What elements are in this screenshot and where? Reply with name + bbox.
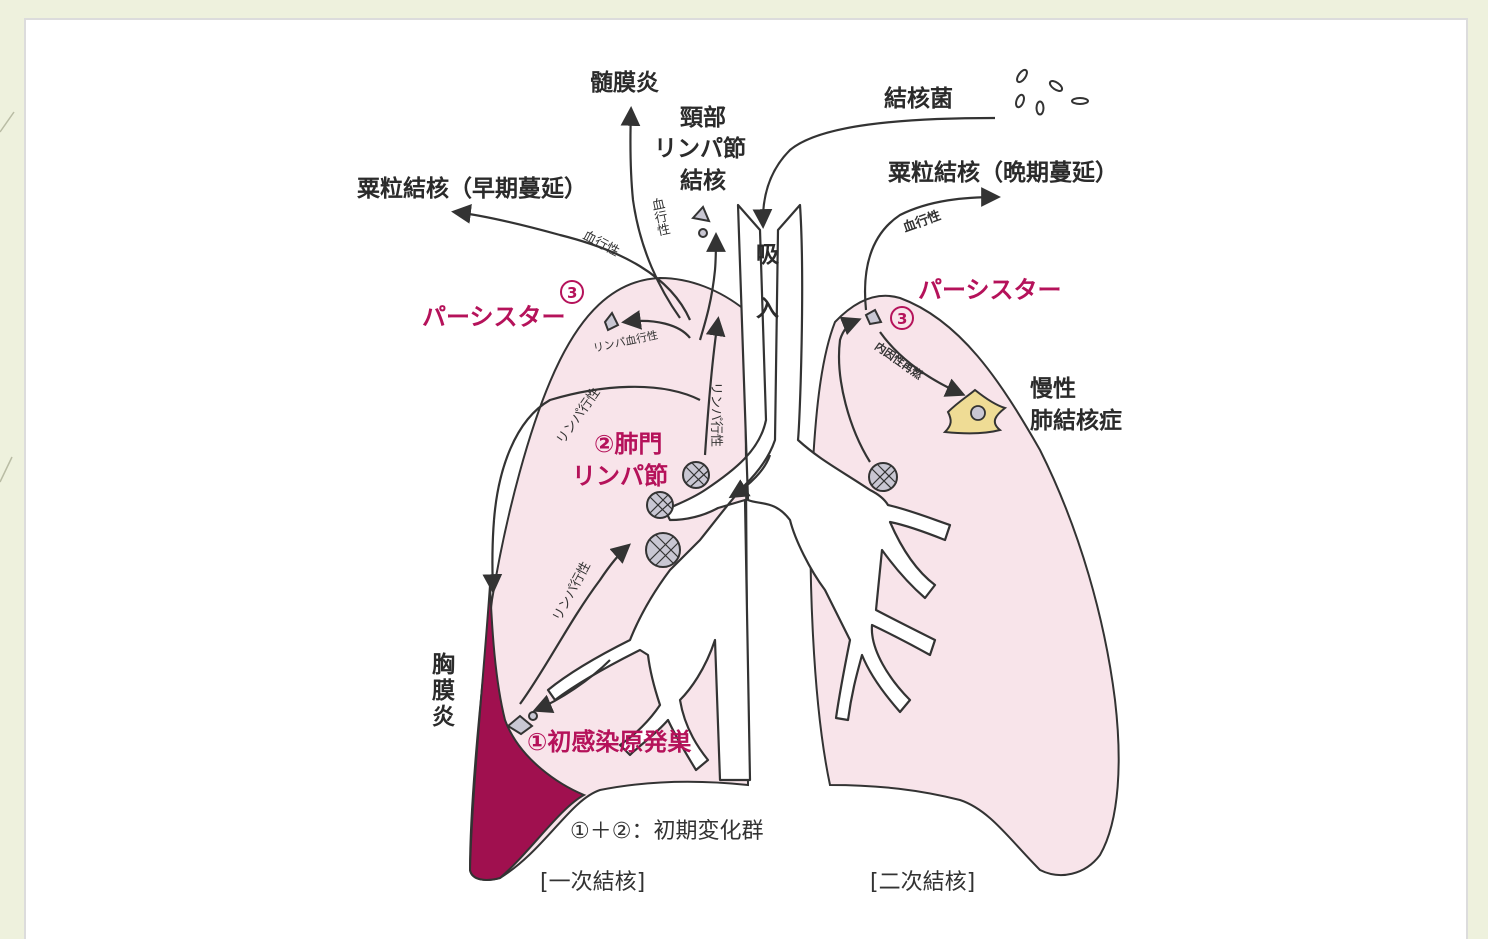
- hematogenous-vertical-label: 血行性: [648, 196, 671, 238]
- primary-tb-caption: [一次結核]: [540, 870, 645, 895]
- chronic-label-2: 肺結核症: [1030, 407, 1122, 434]
- persister-left-label: パーシスター: [422, 303, 566, 331]
- tb-bacilli-icon: [1014, 68, 1088, 114]
- persister-right-label: パーシスター: [918, 276, 1062, 304]
- hilar-ln-label-1: ②肺門: [594, 430, 662, 458]
- hilar-node-2: [647, 492, 673, 518]
- pleurisy-label-1: 胸: [432, 651, 455, 678]
- svg-text:3: 3: [567, 284, 577, 302]
- inhale-label-1: 吸: [756, 242, 780, 268]
- miliary-early-label: 粟粒結核（早期蔓延）: [357, 175, 587, 202]
- hilar-node-right: [869, 463, 897, 491]
- meningitis-label: 髄膜炎: [590, 69, 659, 96]
- hematogenous-label: 血行性: [580, 228, 621, 260]
- pleura-arrow: [492, 520, 494, 590]
- inhale-label-2: 入: [756, 296, 779, 322]
- svg-text:3: 3: [897, 310, 907, 328]
- hilar-ln-label-2: リンパ節: [572, 462, 668, 490]
- tb-bacilli-label: 結核菌: [884, 85, 953, 112]
- secondary-tb-caption: [二次結核]: [870, 870, 975, 895]
- hilar-node-3: [646, 533, 680, 567]
- pleurisy-label-3: 炎: [432, 704, 455, 730]
- circle-three-left: 3: [561, 281, 583, 303]
- cervical-lymph-node-lesion: [693, 207, 709, 237]
- primary-focus-label: ①初感染原発巣: [527, 728, 692, 756]
- hilar-node-1: [683, 462, 709, 488]
- cervical-ln-label-2: リンパ節: [654, 135, 746, 162]
- chronic-label-1: 慢性: [1030, 375, 1076, 402]
- early-complex-note: ①＋②：初期変化群: [570, 819, 763, 844]
- pleurisy-label-2: 膜: [432, 678, 455, 704]
- cervical-ln-label-3: 結核: [680, 167, 726, 194]
- miliary-late-label: 粟粒結核（晩期蔓延）: [888, 159, 1118, 186]
- cervical-ln-label-1: 頸部: [680, 104, 726, 131]
- lymphatic-label-2: リンパ行性: [708, 382, 723, 447]
